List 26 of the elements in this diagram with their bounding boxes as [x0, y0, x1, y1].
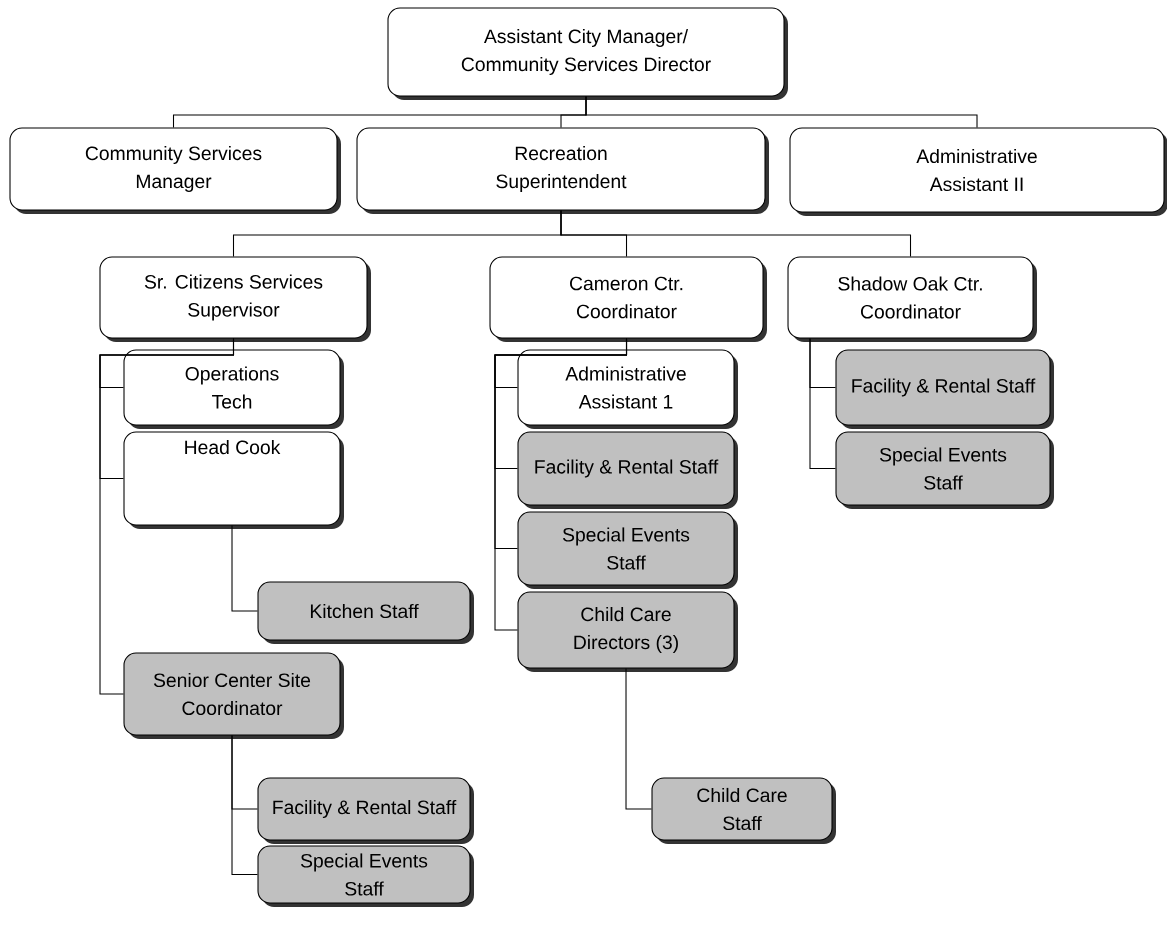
connector-line	[625, 668, 652, 810]
org-box: Community Services Manager	[9, 127, 341, 214]
connector-line	[585, 96, 978, 128]
org-box: Cameron Ctr. Coordinator	[489, 256, 767, 342]
org-box: Shadow Oak Ctr. Coordinator	[787, 256, 1037, 342]
org-box: Operations Tech	[123, 349, 344, 429]
org-box: Facility & Rental Staff	[835, 349, 1054, 429]
org-box: Facility & Rental Staff	[257, 777, 474, 844]
org-box: Special Events Staff	[517, 511, 738, 589]
org-box: Recreation Superintendent	[356, 127, 769, 214]
org-box: Administrative Assistant II	[789, 127, 1167, 216]
connector-line	[560, 210, 912, 257]
connector-line	[231, 525, 258, 612]
org-box: Sr. Citizens Services Supervisor	[99, 256, 371, 342]
org-box: Child Care Directors (3)	[517, 591, 738, 672]
connector-line	[231, 735, 258, 876]
org-box: Head Cook	[123, 431, 344, 529]
org-box: Special Events Staff	[835, 431, 1054, 509]
connector-line	[809, 338, 836, 470]
org-box: Child Care Staff	[651, 777, 836, 844]
org-box: Senior Center Site Coordinator	[123, 652, 344, 739]
org-box: Facility & Rental Staff	[517, 431, 738, 509]
org-box: Assistant City Manager/ Community Services Director	[387, 7, 788, 100]
org-box: Kitchen Staff	[257, 581, 474, 644]
org-box: Special Events Staff	[257, 845, 474, 907]
org-box: Administrative Assistant 1	[517, 349, 738, 429]
